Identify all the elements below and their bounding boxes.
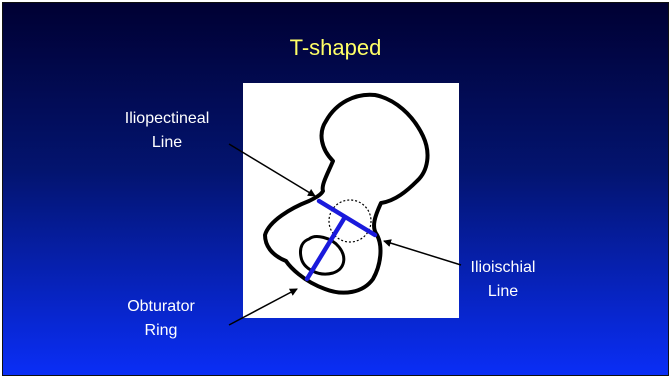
obturator-ring-label: Obturator Ring xyxy=(101,295,221,343)
iliopectineal-arrow xyxy=(229,144,315,196)
iliopectineal-line-label: Iliopectineal Line xyxy=(97,107,237,155)
pelvis-outline xyxy=(265,95,428,293)
obturator-arrow xyxy=(229,289,297,325)
ilioischial-line-label: Ilioischial Line xyxy=(443,256,563,304)
